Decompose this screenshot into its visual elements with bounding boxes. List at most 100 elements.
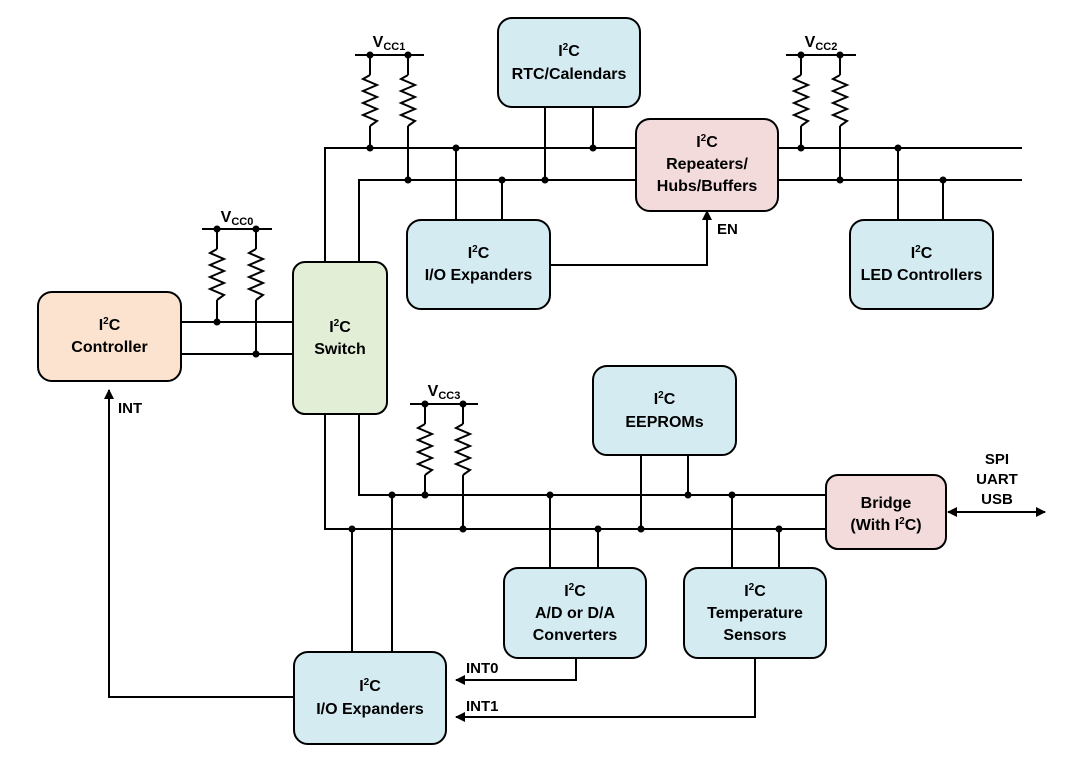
signal-en-label: EN <box>717 221 738 238</box>
block-io-bottom-i2c: I2C <box>359 677 381 695</box>
junction-dot <box>939 176 947 184</box>
resistor-vcc2-2 <box>830 74 850 127</box>
block-led-box <box>849 219 994 310</box>
block-io-bottom-label: I/O Expanders <box>316 701 424 718</box>
resistor-vcc1-1 <box>360 74 380 127</box>
junction-dot <box>348 525 356 533</box>
block-io-expanders-top[interactable]: I2C I/O Expanders <box>406 219 551 310</box>
junction-dot <box>684 491 692 499</box>
signal-uart-label: UART <box>976 471 1018 488</box>
signal-int-label: INT <box>118 400 142 417</box>
signal-usb-label: USB <box>981 491 1013 508</box>
block-switch-box <box>292 261 388 415</box>
block-bridge[interactable]: Bridge (With I2C) <box>825 474 947 550</box>
junction-dot <box>252 225 260 233</box>
block-io-top-label: I/O Expanders <box>425 267 533 284</box>
signal-int0-label: INT0 <box>466 660 499 677</box>
wire-int <box>104 389 294 698</box>
junction-dot <box>637 525 645 533</box>
block-rtc-calendars[interactable]: I2C RTC/Calendars <box>497 17 641 108</box>
resistor-vcc2-1 <box>791 74 811 127</box>
block-temp-i2c: I2C <box>744 582 766 600</box>
block-adc-dac[interactable]: I2C A/D or D/A Converters <box>503 567 647 659</box>
junction-dot <box>366 144 374 152</box>
junction-dot <box>213 225 221 233</box>
junction-dot <box>388 491 396 499</box>
wire-int1 <box>455 658 756 722</box>
junction-dot <box>404 176 412 184</box>
vcc1-label: VCC1 <box>373 34 406 53</box>
wire-switch-lower-bus-1 <box>324 414 826 530</box>
block-led-controllers[interactable]: I2C LED Controllers <box>849 219 994 310</box>
junction-dot <box>404 51 412 59</box>
resistor-vcc1-2 <box>398 74 418 127</box>
junctions <box>213 51 947 533</box>
resistor-vcc0-1 <box>207 248 227 301</box>
junction-dot <box>775 525 783 533</box>
junction-dot <box>589 144 597 152</box>
vcc0-label: VCC0 <box>221 209 254 228</box>
vcc3-label: VCC3 <box>428 383 461 402</box>
block-bridge-label-2: (With I2C) <box>850 516 921 534</box>
junction-dot <box>546 491 554 499</box>
block-adc-label-1: A/D or D/A <box>535 605 615 622</box>
block-bridge-label-1: Bridge <box>861 495 912 512</box>
wire-switch-upper-bus-1 <box>324 147 636 262</box>
block-temp-label-1: Temperature <box>707 605 803 622</box>
block-io-top-box <box>406 219 551 310</box>
junction-dot <box>213 318 221 326</box>
resistor-vcc3-1 <box>415 423 435 476</box>
block-temperature-sensors[interactable]: I2C Temperature Sensors <box>683 567 827 659</box>
block-controller-label: Controller <box>71 339 147 356</box>
block-adc-box <box>503 567 647 659</box>
junction-dot <box>252 350 260 358</box>
block-repeaters[interactable]: I2C Repeaters/ Hubs/Buffers <box>635 118 779 212</box>
junction-dot <box>894 144 902 152</box>
block-switch-i2c: I2C <box>329 318 351 336</box>
block-adc-i2c: I2C <box>564 582 586 600</box>
block-controller[interactable]: I2C Controller <box>37 291 182 382</box>
junction-dot <box>366 51 374 59</box>
block-repeaters-i2c: I2C <box>696 133 718 151</box>
junction-dot <box>421 491 429 499</box>
block-temp-box <box>683 567 827 659</box>
resistor-vcc3-2 <box>453 423 473 476</box>
wire-int0 <box>455 658 577 685</box>
block-eeproms[interactable]: I2C EEPROMs <box>592 365 737 456</box>
block-eeprom-box <box>592 365 737 456</box>
block-io-bottom-box <box>293 651 447 745</box>
junction-dot <box>459 525 467 533</box>
block-rtc-label: RTC/Calendars <box>512 66 627 83</box>
block-bridge-box <box>825 474 947 550</box>
signal-spi-label: SPI <box>985 451 1009 468</box>
block-switch[interactable]: I2C Switch <box>292 261 388 415</box>
wires <box>104 54 1046 722</box>
block-led-label: LED Controllers <box>861 267 983 284</box>
junction-dot <box>797 144 805 152</box>
resistor-vcc0-2 <box>246 248 266 301</box>
block-temp-label-2: Sensors <box>723 627 786 644</box>
block-repeaters-box <box>635 118 779 212</box>
block-led-i2c: I2C <box>911 244 933 262</box>
block-controller-box <box>37 291 182 382</box>
block-adc-label-2: Converters <box>533 627 618 644</box>
wire-en <box>550 210 712 266</box>
junction-dot <box>594 525 602 533</box>
block-repeaters-label-1: Repeaters/ <box>666 156 748 173</box>
junction-dot <box>498 176 506 184</box>
block-io-top-i2c: I2C <box>468 244 490 262</box>
block-rtc-i2c: I2C <box>558 42 580 60</box>
block-switch-label: Switch <box>314 341 366 358</box>
block-io-expanders-bottom[interactable]: I2C I/O Expanders <box>293 651 447 745</box>
vcc2-label: VCC2 <box>805 34 838 53</box>
signal-int1-label: INT1 <box>466 698 499 715</box>
junction-dot <box>836 176 844 184</box>
junction-dot <box>541 176 549 184</box>
block-repeaters-label-2: Hubs/Buffers <box>657 178 758 195</box>
resistors <box>207 74 850 476</box>
block-controller-i2c: I2C <box>99 316 121 334</box>
wire-switch-lower-bus-2 <box>358 414 826 496</box>
junction-dot <box>836 51 844 59</box>
junction-dot <box>452 144 460 152</box>
